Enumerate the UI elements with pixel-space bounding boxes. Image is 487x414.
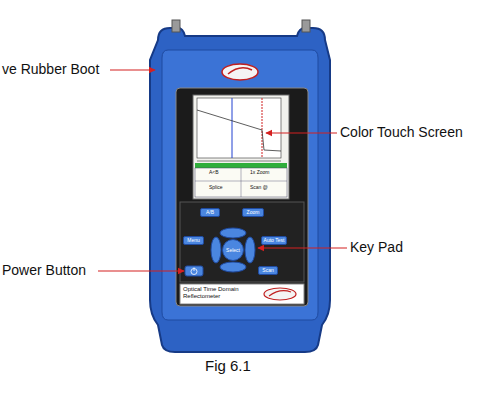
- name-plate: [180, 284, 304, 304]
- boot-inner: [162, 50, 318, 320]
- cursor-a: [232, 98, 233, 158]
- callout-label: Power Button: [2, 263, 86, 278]
- logo: [264, 288, 296, 300]
- table-header: [195, 163, 287, 168]
- button-label: Menu: [187, 238, 200, 243]
- power-icon: [191, 269, 197, 275]
- dpad-left: [211, 237, 221, 263]
- screen-cell: A<B: [209, 170, 219, 176]
- cursor-b: [262, 98, 263, 158]
- button-label: Zoom: [247, 210, 260, 215]
- button-label: Auto Test: [264, 238, 285, 243]
- model-name: Optical Time Domain Reflectometer: [183, 286, 253, 299]
- bezel: [176, 88, 308, 306]
- keypad-button: Auto Test: [261, 236, 287, 245]
- keypad-button: Scan: [258, 266, 278, 275]
- dpad-down: [220, 262, 246, 272]
- table: [195, 168, 287, 197]
- connector: [172, 20, 180, 32]
- leader-line: [266, 132, 337, 133]
- keypad-button: Zoom: [242, 208, 264, 217]
- callout-label: Key Pad: [350, 240, 403, 255]
- plot-area: [197, 98, 281, 158]
- button-label: Scan: [262, 268, 273, 273]
- screen-cell: Scan @: [250, 185, 268, 191]
- power-key: [185, 266, 203, 276]
- table-rule: [241, 168, 242, 197]
- dpad-right: [245, 237, 255, 263]
- axis: [197, 161, 281, 162]
- screen-cell: Splice: [209, 185, 223, 191]
- leader-line: [110, 69, 155, 70]
- power-icon: [194, 268, 195, 272]
- logo-mark: [228, 68, 252, 74]
- button-label: A/B: [206, 210, 214, 215]
- keypad-panel: [180, 202, 304, 282]
- button-label: Select: [226, 248, 240, 253]
- callout-label: ve Rubber Boot: [2, 62, 99, 77]
- logo-mark: [269, 291, 291, 296]
- screen: [193, 95, 289, 199]
- keypad-button: Menu: [183, 236, 204, 245]
- dpad-up: [220, 228, 246, 238]
- rubber-boot: [150, 28, 330, 352]
- connector: [302, 20, 310, 32]
- leader-line: [98, 270, 184, 271]
- screen-cell: 1x Zoom: [250, 170, 269, 176]
- callout-label: Color Touch Screen: [340, 125, 463, 140]
- figure-caption: Fig 6.1: [205, 358, 251, 375]
- leader-line: [258, 247, 347, 248]
- logo: [222, 64, 258, 80]
- trace: [197, 110, 281, 151]
- select-key: Select: [222, 239, 244, 261]
- keypad-button: A/B: [200, 208, 220, 217]
